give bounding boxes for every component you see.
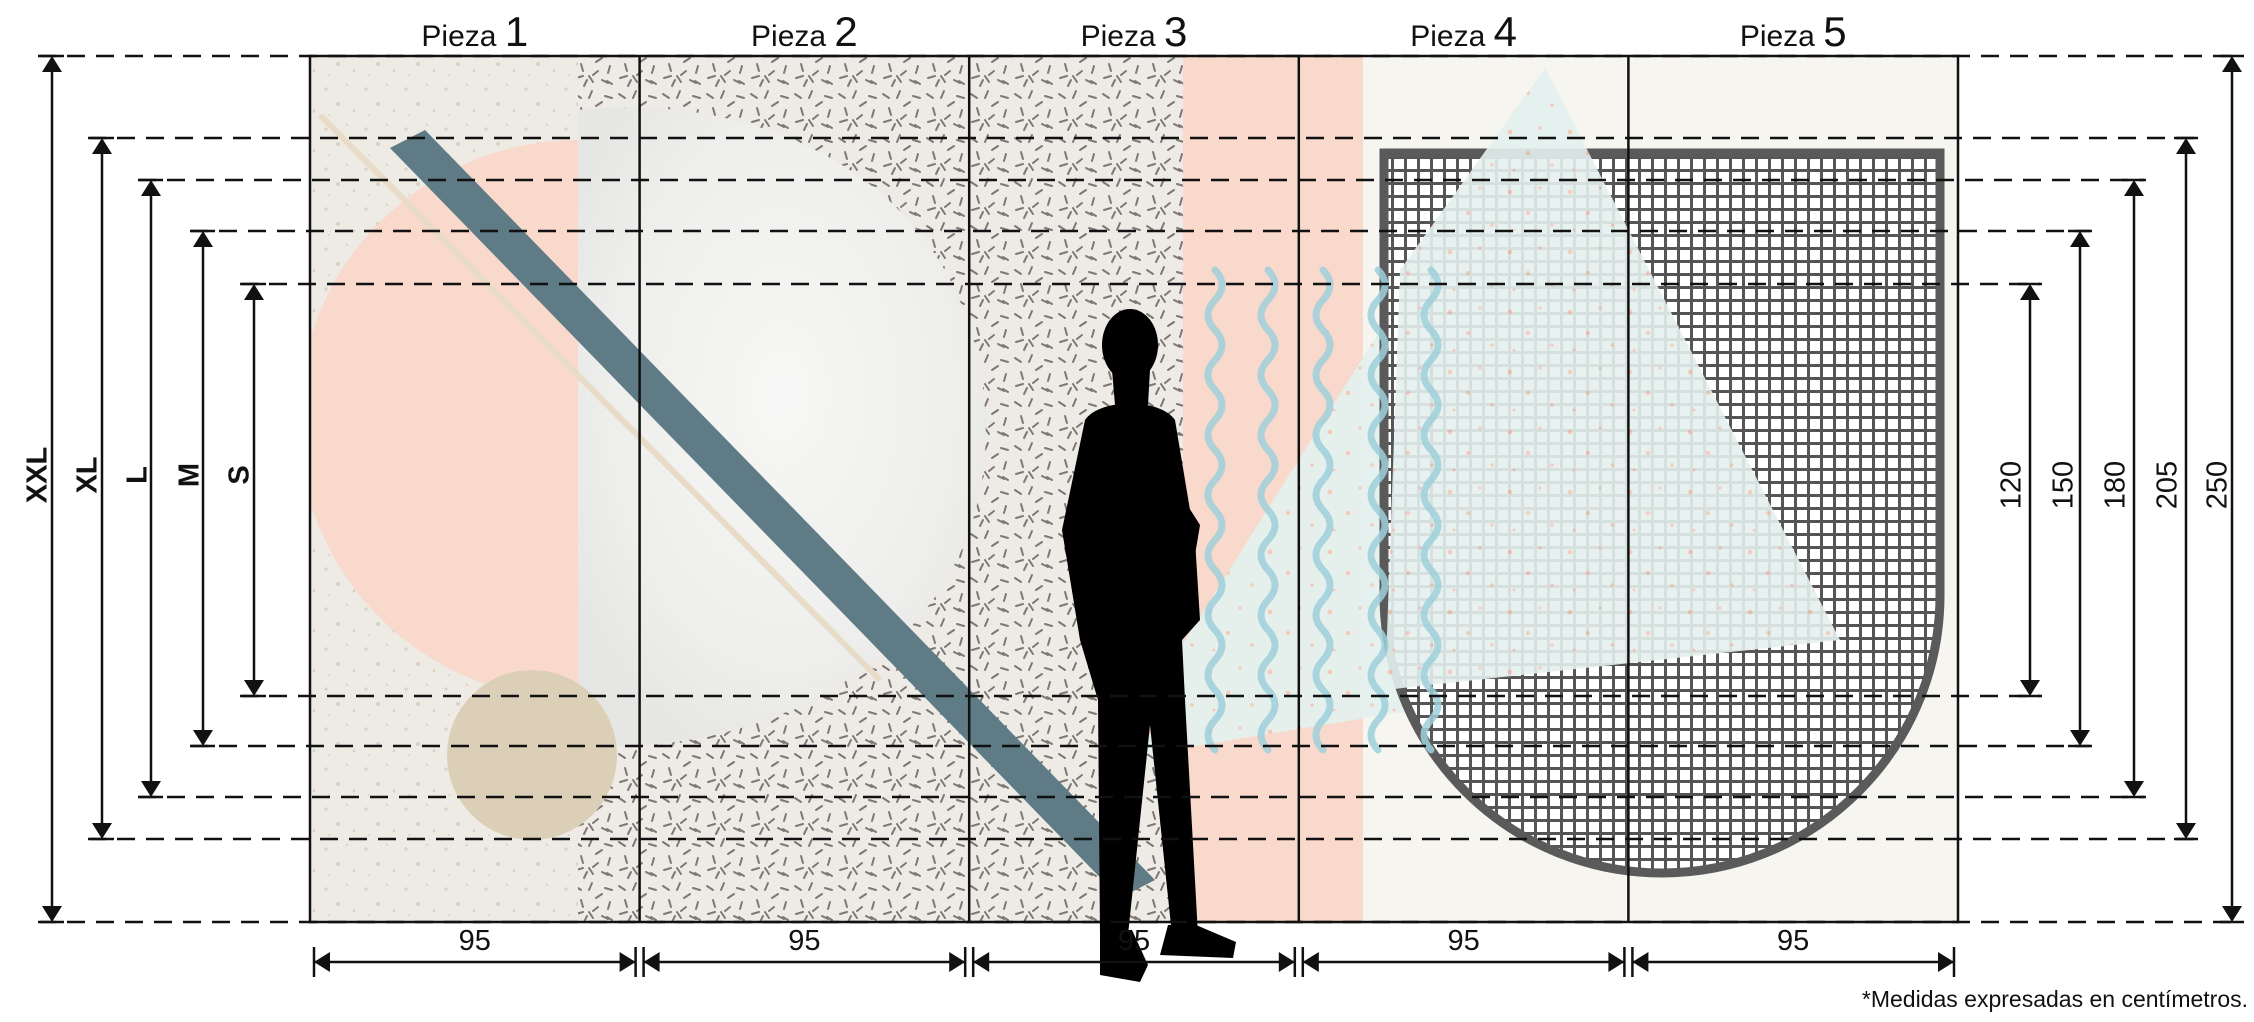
arrow-head [2070,730,2090,746]
person-silhouette [1062,309,1236,982]
piece-label-prefix: Pieza [421,20,497,53]
arrow-head [92,138,112,154]
arrow-head [2222,56,2242,72]
piece-label-prefix: Pieza [1739,20,1815,53]
arrow-head [1632,952,1649,972]
arrow-head [2176,823,2196,839]
arrow-head [244,680,264,696]
arrow-head [92,823,112,839]
size-name-label: S [223,465,256,485]
piece-label-number: 2 [834,8,858,55]
arrow-head [1302,952,1319,972]
piece-label-prefix: Pieza [1080,20,1156,53]
size-height-label: 180 [2099,460,2132,510]
size-height-label: 205 [2151,460,2184,510]
piece-label-number: 1 [504,8,529,55]
arrow-head [2020,680,2040,696]
wave-line [1367,266,1389,754]
arrow-head [1278,952,1295,972]
dimension-lines [38,54,2244,977]
mural-border [308,54,1960,924]
arrow-head [193,231,213,247]
arrow-head [2070,231,2090,247]
arrow-head [2176,138,2196,154]
arrow-head [193,730,213,746]
size-name-label: M [173,462,206,488]
arrow-head [949,952,966,972]
piece-label: Pieza 1 [421,8,528,56]
wave-line [1420,266,1442,754]
arrow-head [141,180,161,196]
wave-line [1312,266,1334,754]
thin-diagonal-line [317,112,883,683]
size-height-label: 120 [1995,460,2028,510]
size-name-label: L [121,466,154,484]
piece-label-prefix: Pieza [751,20,827,53]
arrow-head [2124,180,2144,196]
piece-label-number: 4 [1493,8,1517,55]
piece-label-number: 5 [1823,8,1847,55]
size-height-label: 250 [2201,460,2234,510]
arrow-head [42,56,62,72]
wave-line [1204,266,1226,754]
diagonal-slate-bar [390,130,1155,898]
piece-width-label: 95 [1777,925,1810,957]
size-name-label: XXL [21,446,54,504]
arrow-head [244,284,264,300]
size-height-label: 150 [2047,460,2080,510]
piece-label-number: 3 [1164,8,1188,55]
piece-divider-lines [638,56,1630,922]
wavy-lines [1204,266,1442,754]
piece-label-prefix: Pieza [1410,20,1486,53]
piece-label: Pieza 3 [1081,8,1188,56]
artwork-layers [310,56,1958,922]
piece-label: Pieza 5 [1740,8,1847,56]
arrow-head [619,952,636,972]
piece-width-label: 95 [788,925,821,957]
marble-half-circle [578,107,986,747]
piece-width-label: 95 [1447,925,1480,957]
arrow-head [973,952,990,972]
wave-line [1257,266,1279,754]
arrow-head [141,781,161,797]
arrow-head [2020,284,2040,300]
piece-label: Pieza 4 [1410,8,1517,56]
piece-width-label: 95 [1117,925,1151,957]
piece-width-label: 95 [458,925,491,957]
size-name-label: XL [71,456,104,494]
arrow-head [1938,952,1954,972]
piece-label: Pieza 2 [751,8,858,56]
arrow-head [314,952,330,972]
arrow-head [2124,781,2144,797]
peach-half-circle [310,140,578,700]
arrow-head [643,952,660,972]
measurement-footnote: *Medidas expresadas en centímetros. [1861,986,2248,1012]
arrow-head [42,906,62,922]
arrow-head [1608,952,1625,972]
arrow-head [2222,906,2242,922]
